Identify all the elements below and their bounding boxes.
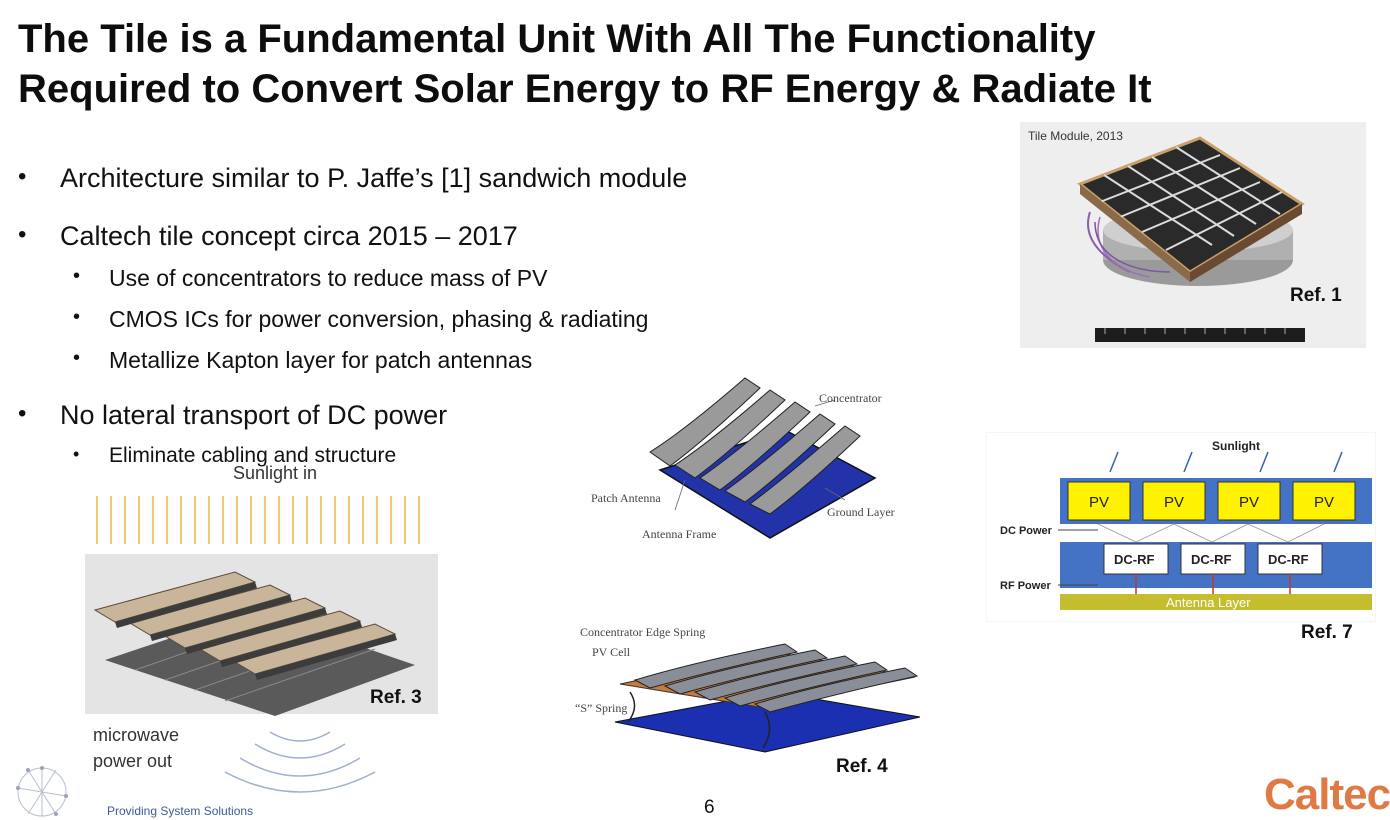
- title-line-2: Required to Convert Solar Energy to RF E…: [18, 67, 1152, 111]
- bullet-text: Metallize Kapton layer for patch antenna…: [109, 347, 533, 373]
- dc-rf-label: DC-RF: [1114, 552, 1154, 567]
- ground-layer-label: Ground Layer: [827, 505, 895, 519]
- bullet-text: Architecture similar to P. Jaffe’s [1] s…: [60, 163, 688, 193]
- dc-power-label: DC Power: [1000, 525, 1053, 537]
- antenna-frame-label: Antenna Frame: [642, 527, 716, 541]
- sunlight-tile-rendering: Sunlight in m: [85, 463, 438, 793]
- sunlight-in-label: Sunlight in: [233, 463, 317, 483]
- microwave-label-line1: microwave: [93, 725, 179, 745]
- sub-bullet-kapton: • Metallize Kapton layer for patch anten…: [73, 347, 533, 374]
- caltech-logo: Caltec: [1264, 770, 1390, 819]
- tile-module-caption: Tile Module, 2013: [1028, 129, 1123, 143]
- edge-spring-diagram: Concentrator Edge Spring PV Cell “S” Spr…: [575, 625, 921, 753]
- bullet-architecture: • Architecture similar to P. Jaffe’s [1]…: [18, 163, 688, 194]
- dc-rf-label: DC-RF: [1191, 552, 1231, 567]
- bullet-text: Use of concentrators to reduce mass of P…: [109, 265, 548, 291]
- rf-power-label: RF Power: [1000, 580, 1051, 592]
- bullet-text: Eliminate cabling and structure: [109, 444, 397, 467]
- footer-tagline: Providing System Solutions: [107, 804, 254, 818]
- ref-label-3: Ref. 3: [370, 687, 422, 708]
- s-spring-label: “S” Spring: [575, 701, 627, 715]
- pv-label: PV: [1089, 494, 1109, 511]
- bullet-dot: •: [18, 163, 27, 190]
- concentrator-diagram: Concentrator Patch Antenna Ground Layer …: [591, 377, 895, 541]
- bullet-dot: •: [73, 444, 80, 464]
- sub-bullet-cabling: • Eliminate cabling and structure: [73, 444, 397, 468]
- concentrator-label: Concentrator: [819, 391, 882, 405]
- title-line-1: The Tile is a Fundamental Unit With All …: [18, 17, 1096, 61]
- bullet-tile-concept: • Caltech tile concept circa 2015 – 2017: [18, 221, 518, 252]
- page-number: 6: [704, 797, 715, 818]
- bullet-text: No lateral transport of DC power: [60, 400, 448, 430]
- antenna-layer-label: Antenna Layer: [1166, 595, 1251, 610]
- pv-cell-label: PV Cell: [592, 645, 631, 659]
- sub-bullet-cmos: • CMOS ICs for power conversion, phasing…: [73, 306, 649, 333]
- tile-module-photo: Tile Module, 2013: [1020, 122, 1366, 348]
- edge-spring-label: Concentrator Edge Spring: [580, 625, 705, 639]
- dc-rf-label: DC-RF: [1268, 552, 1308, 567]
- bullet-dot: •: [73, 306, 81, 328]
- pv-label: PV: [1314, 494, 1334, 511]
- bullet-text: Caltech tile concept circa 2015 – 2017: [60, 221, 518, 251]
- patch-antenna-label: Patch Antenna: [591, 491, 661, 505]
- slide-title: The Tile is a Fundamental Unit With All …: [18, 14, 1378, 114]
- bullet-dot: •: [18, 221, 27, 248]
- pv-label: PV: [1164, 494, 1184, 511]
- ref-label-1: Ref. 1: [1290, 285, 1342, 306]
- ref-label-7: Ref. 7: [1301, 622, 1353, 643]
- bullet-dot: •: [18, 400, 27, 427]
- sub-bullet-concentrators: • Use of concentrators to reduce mass of…: [73, 265, 548, 292]
- ref-label-4: Ref. 4: [836, 756, 888, 777]
- bullet-dot: •: [73, 347, 81, 369]
- microwave-label-line2: power out: [93, 751, 172, 771]
- bullet-text: CMOS ICs for power conversion, phasing &…: [109, 306, 649, 332]
- bullet-lateral-transport: • No lateral transport of DC power: [18, 400, 448, 431]
- network-logo-icon: [16, 766, 68, 817]
- sunlight-label: Sunlight: [1212, 439, 1260, 453]
- pv-label: PV: [1239, 494, 1259, 511]
- tile-block-diagram: Sunlight PV PV PV PV DC Power DC-RF DC-R…: [986, 432, 1376, 622]
- bullet-dot: •: [73, 265, 81, 287]
